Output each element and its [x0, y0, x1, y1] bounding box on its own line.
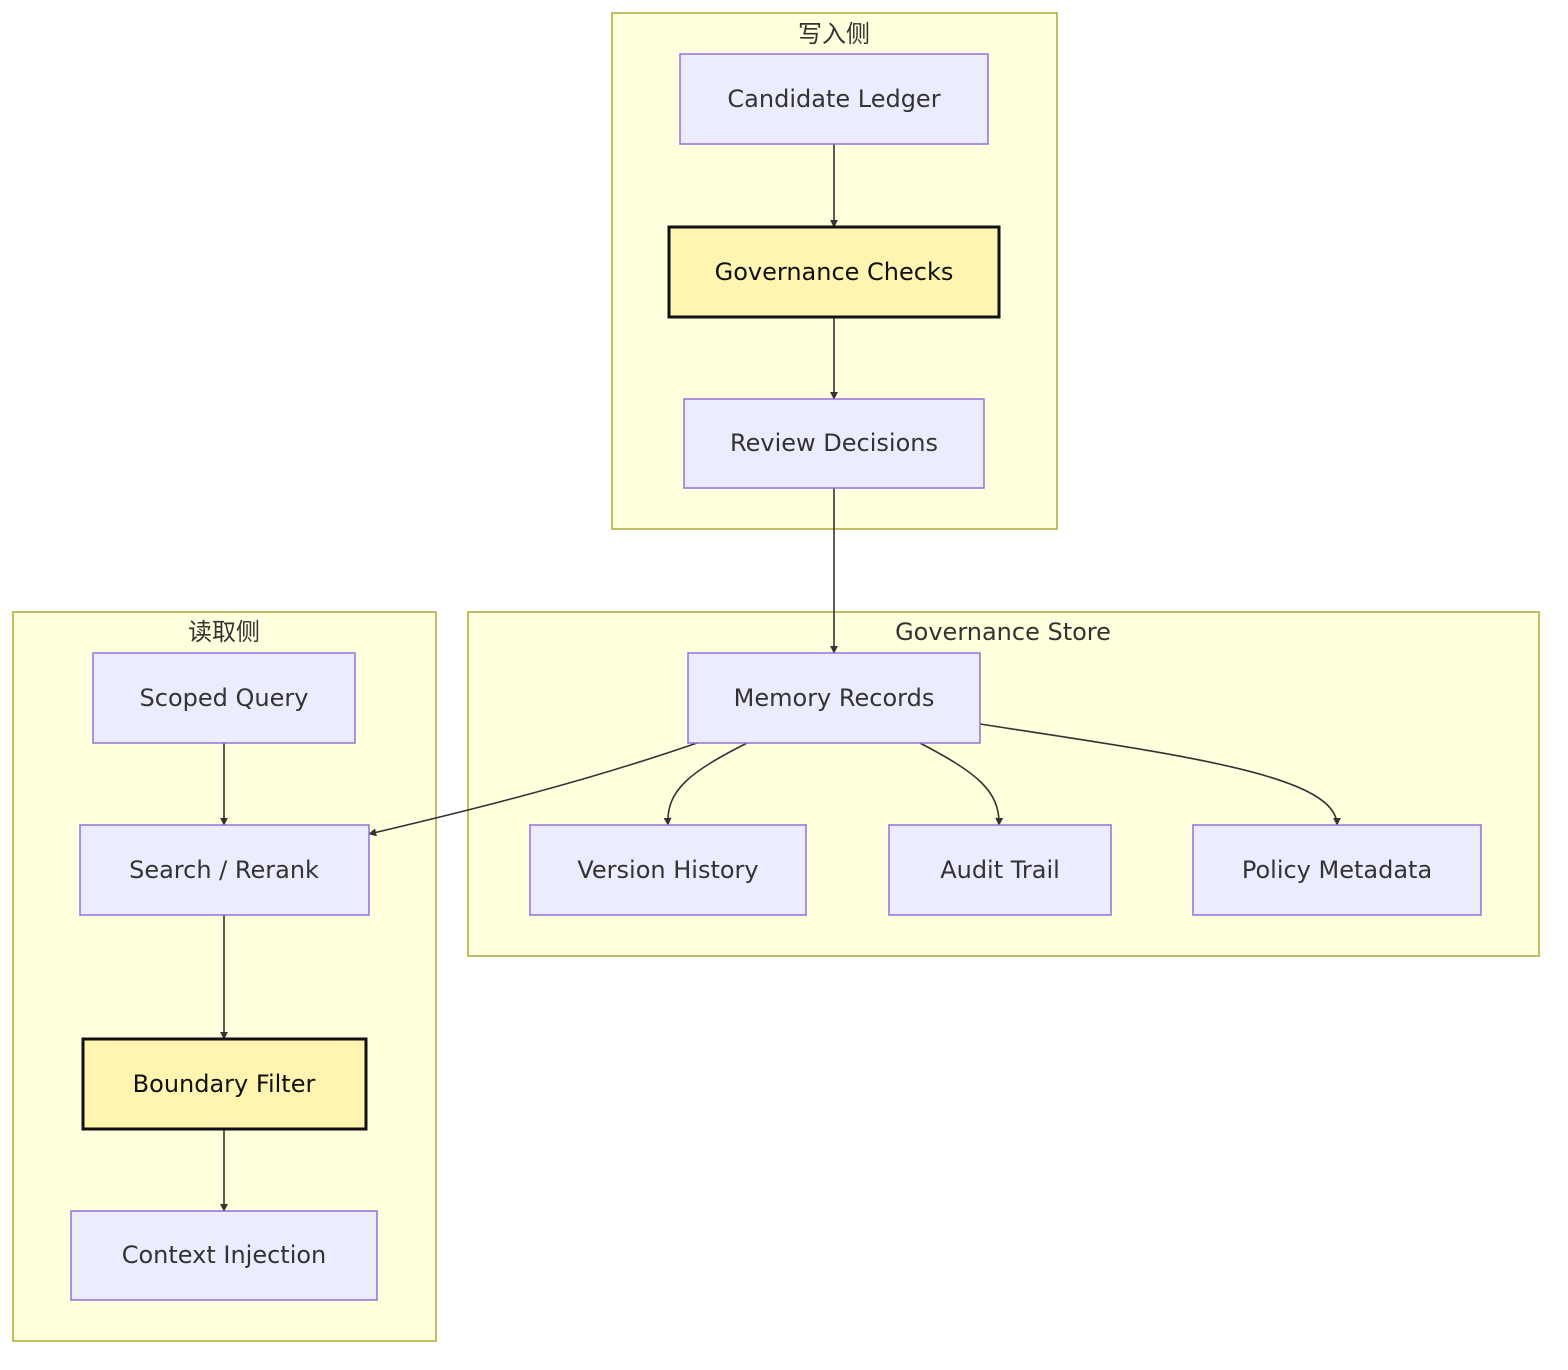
node-context-injection[interactable]: Context Injection	[70, 1210, 378, 1301]
edge-memory-records-to-audit-trail	[919, 742, 1004, 826]
node-review-decisions-box[interactable]	[683, 398, 985, 489]
node-governance-checks-box[interactable]	[667, 225, 1001, 319]
node-memory-records-label: Memory Records	[734, 684, 935, 712]
node-context-injection-box[interactable]	[70, 1210, 378, 1301]
node-scoped-query-box[interactable]	[92, 652, 356, 744]
node-policy-metadata-label: Policy Metadata	[1242, 856, 1432, 884]
node-candidate-ledger[interactable]: Candidate Ledger	[679, 53, 989, 145]
node-governance-checks-label: Governance Checks	[715, 258, 954, 286]
edge-memory-records-to-version-history	[663, 742, 748, 826]
node-version-history-box[interactable]	[529, 824, 807, 916]
node-review-decisions-label: Review Decisions	[730, 429, 938, 457]
node-policy-metadata-box[interactable]	[1192, 824, 1482, 916]
node-version-history[interactable]: Version History	[529, 824, 807, 916]
edges	[220, 144, 1341, 1212]
cluster-governance-store-label: Governance Store	[895, 618, 1111, 646]
node-memory-records[interactable]: Memory Records	[687, 652, 981, 744]
node-audit-trail-label: Audit Trail	[940, 856, 1060, 884]
node-audit-trail-box[interactable]	[888, 824, 1112, 916]
cluster-write-side-label: 写入侧	[798, 20, 870, 48]
edge-memory-records-to-policy-metadata	[979, 723, 1341, 826]
node-boundary-filter-box[interactable]	[81, 1037, 368, 1131]
cluster-read-side-label: 读取侧	[188, 618, 260, 646]
node-policy-metadata[interactable]: Policy Metadata	[1192, 824, 1482, 916]
node-search-rerank-label: Search / Rerank	[129, 856, 319, 884]
node-candidate-ledger-box[interactable]	[679, 53, 989, 145]
node-governance-checks[interactable]: Governance Checks	[667, 225, 1001, 319]
node-scoped-query-label: Scoped Query	[140, 684, 309, 712]
node-review-decisions[interactable]: Review Decisions	[683, 398, 985, 489]
node-boundary-filter-label: Boundary Filter	[133, 1070, 316, 1098]
node-candidate-ledger-label: Candidate Ledger	[727, 85, 940, 113]
node-scoped-query[interactable]: Scoped Query	[92, 652, 356, 744]
node-version-history-label: Version History	[577, 856, 758, 884]
node-audit-trail[interactable]: Audit Trail	[888, 824, 1112, 916]
edge-memory-records-to-search-rerank	[368, 742, 698, 837]
node-boundary-filter[interactable]: Boundary Filter	[81, 1037, 368, 1131]
node-search-rerank-box[interactable]	[79, 824, 370, 916]
node-memory-records-box[interactable]	[687, 652, 981, 744]
node-context-injection-label: Context Injection	[122, 1241, 327, 1269]
node-search-rerank[interactable]: Search / Rerank	[79, 824, 370, 916]
